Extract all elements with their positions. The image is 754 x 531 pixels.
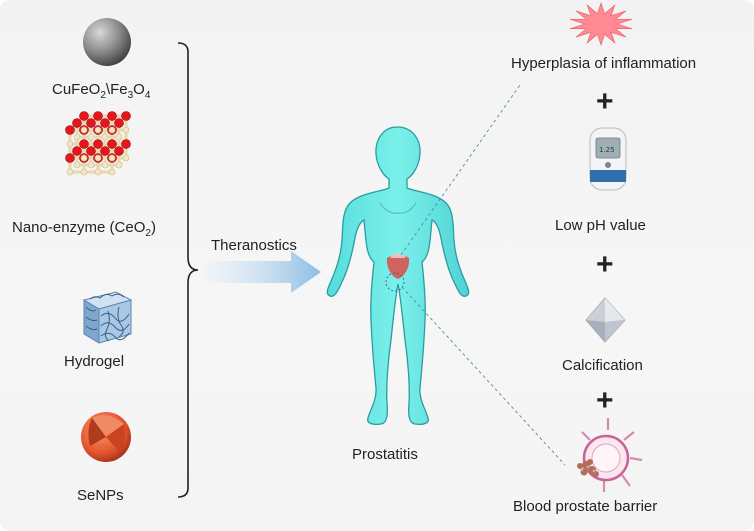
material-hydrogel: Hydrogel: [64, 291, 133, 370]
prostatitis-label: Prostatitis: [352, 446, 418, 463]
crystal-lattice-icon: [65, 111, 131, 176]
theranostics-label: Theranostics: [211, 237, 297, 254]
material-1-label: CuFeO2\Fe3O4: [52, 81, 151, 101]
plus-3: +: [596, 384, 614, 417]
material-3-label: Hydrogel: [64, 353, 124, 370]
connector-line-bottom: [401, 286, 566, 466]
prostate-icon: [386, 253, 410, 279]
connector-line-top: [400, 84, 521, 256]
focus-circle: [385, 272, 405, 292]
glucose-meter-icon: 1.25: [589, 127, 627, 191]
cell-barrier-icon: [577, 418, 643, 492]
material-senps: SeNPs: [77, 412, 131, 504]
plus-2: +: [596, 248, 614, 281]
item-1-label: Hyperplasia of inflammation: [511, 55, 696, 72]
hydrogel-cube-icon: [82, 291, 133, 344]
material-nano-enzyme: Nano-enzyme (CeO2): [12, 111, 156, 239]
item-3-label: Calcification: [562, 357, 643, 374]
plus-1: +: [596, 85, 614, 118]
material-2-label: Nano-enzyme (CeO2): [12, 219, 156, 239]
sphere-icon: [83, 18, 131, 66]
material-cufeo2-fe3o4: CuFeO2\Fe3O4: [52, 18, 151, 101]
grouping-brace: [177, 42, 199, 498]
material-4-label: SeNPs: [77, 487, 124, 504]
octahedron-crystal-icon: [585, 297, 626, 343]
human-body-icon: [326, 126, 470, 425]
svg-text:1.25: 1.25: [599, 146, 615, 154]
item-2-label: Low pH value: [555, 217, 646, 234]
theranostics-arrow: [204, 251, 321, 293]
item-4-label: Blood prostate barrier: [513, 498, 657, 515]
cut-sphere-icon: [81, 412, 131, 462]
burst-icon: [569, 1, 633, 47]
